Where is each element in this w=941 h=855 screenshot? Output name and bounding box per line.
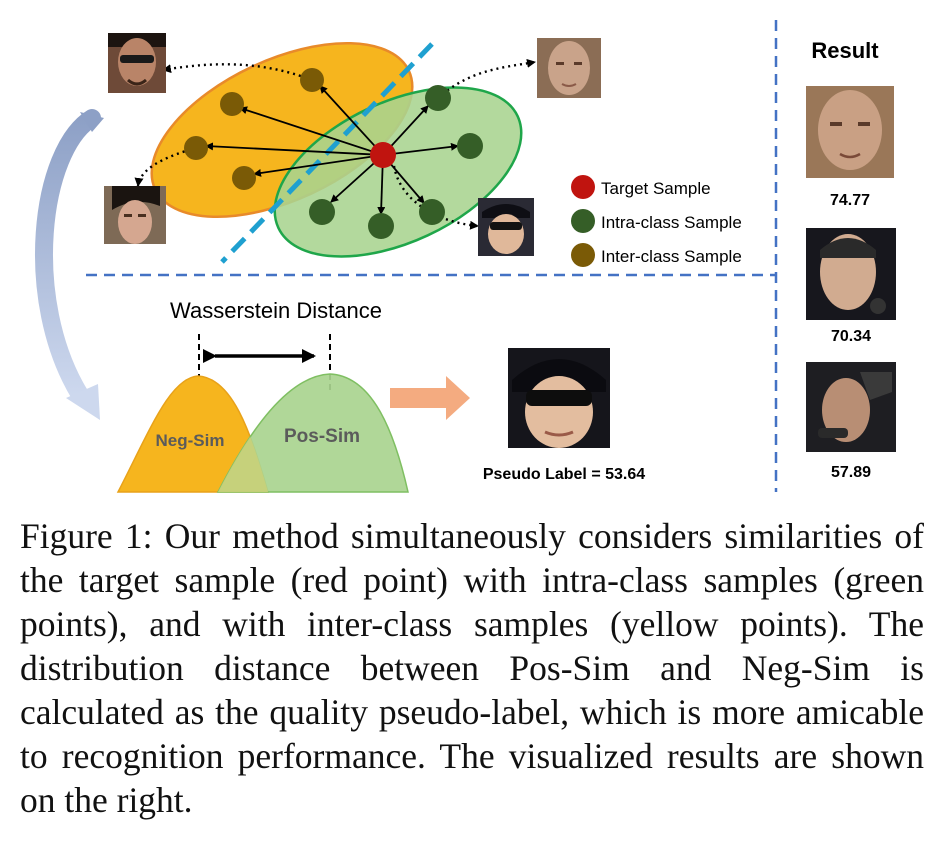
intra-class-points xyxy=(309,85,483,239)
pseudo-label-text: Pseudo Label = 53.64 xyxy=(483,466,645,483)
result-score-2: 70.34 xyxy=(831,328,871,345)
result-score-3: 57.89 xyxy=(831,464,871,481)
legend-inter-marker xyxy=(571,243,595,267)
result-face-1 xyxy=(806,86,894,178)
legend-intra-label: Intra-class Sample xyxy=(601,213,742,232)
pseudo-label-face xyxy=(508,348,610,448)
face-thumb-inter-1 xyxy=(108,33,166,93)
legend: Target Sample Intra-class Sample Inter-c… xyxy=(571,175,742,267)
transition-curve-arrow xyxy=(35,109,104,420)
legend-inter-label: Inter-class Sample xyxy=(601,247,742,266)
legend-target-marker xyxy=(571,175,595,199)
target-point xyxy=(370,142,396,168)
wasserstein-label: Wasserstein Distance xyxy=(170,298,382,323)
result-score-1: 74.77 xyxy=(830,192,870,209)
pseudo-label-arrow xyxy=(390,376,470,420)
legend-target-label: Target Sample xyxy=(601,179,711,198)
neg-sim-label: Neg-Sim xyxy=(156,431,225,450)
result-face-3 xyxy=(806,362,896,452)
legend-intra-marker xyxy=(571,209,595,233)
face-thumb-intra-2 xyxy=(478,198,534,256)
result-title: Result xyxy=(811,38,879,63)
inter-class-points xyxy=(184,68,324,190)
figure-caption: Figure 1: Our method simultaneously cons… xyxy=(20,516,924,820)
figure-1: Target Sample Intra-class Sample Inter-c… xyxy=(35,20,896,493)
face-thumb-inter-2 xyxy=(104,186,166,244)
pos-sim-label: Pos-Sim xyxy=(284,426,360,447)
face-thumb-intra-1 xyxy=(537,38,601,98)
result-face-2 xyxy=(806,228,896,320)
